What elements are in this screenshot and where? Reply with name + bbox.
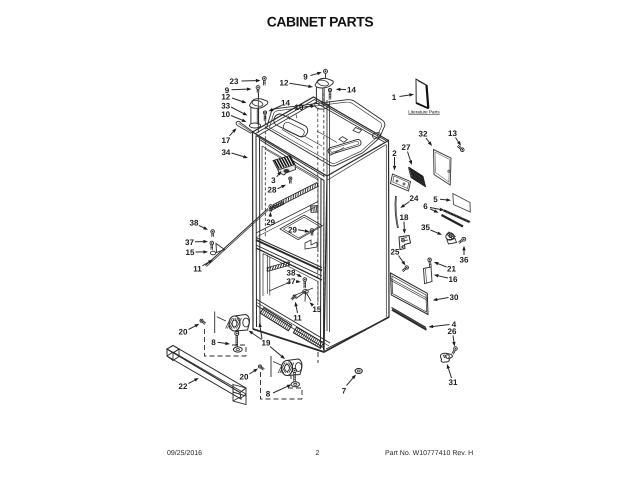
svg-text:31: 31 bbox=[449, 378, 458, 387]
svg-text:2: 2 bbox=[316, 450, 320, 457]
svg-text:21: 21 bbox=[447, 264, 456, 273]
svg-text:10: 10 bbox=[295, 103, 304, 112]
svg-text:16: 16 bbox=[449, 275, 458, 284]
svg-text:5: 5 bbox=[433, 195, 438, 204]
svg-text:38: 38 bbox=[287, 268, 296, 277]
svg-text:12: 12 bbox=[280, 78, 289, 87]
svg-text:20: 20 bbox=[179, 327, 188, 336]
svg-text:38: 38 bbox=[190, 218, 199, 227]
svg-text:33: 33 bbox=[221, 101, 230, 110]
svg-text:12: 12 bbox=[221, 92, 230, 101]
svg-text:1: 1 bbox=[392, 93, 397, 102]
svg-text:9: 9 bbox=[303, 72, 308, 81]
svg-text:36: 36 bbox=[460, 255, 469, 264]
svg-text:29: 29 bbox=[288, 225, 297, 234]
svg-text:37: 37 bbox=[287, 277, 296, 286]
svg-text:15: 15 bbox=[312, 305, 321, 314]
svg-text:35: 35 bbox=[421, 223, 430, 232]
svg-text:2: 2 bbox=[392, 149, 397, 158]
svg-text:Literature Parts: Literature Parts bbox=[408, 110, 440, 115]
svg-text:24: 24 bbox=[410, 194, 419, 203]
svg-text:25: 25 bbox=[391, 247, 400, 256]
svg-text:29: 29 bbox=[266, 218, 275, 227]
svg-text:19: 19 bbox=[262, 338, 271, 347]
svg-text:11: 11 bbox=[193, 264, 202, 273]
svg-text:Part No. W10777410 Rev. H: Part No. W10777410 Rev. H bbox=[385, 450, 473, 457]
svg-text:4: 4 bbox=[452, 320, 457, 329]
svg-text:26: 26 bbox=[448, 327, 457, 336]
svg-text:6: 6 bbox=[423, 202, 428, 211]
svg-text:18: 18 bbox=[400, 213, 409, 222]
svg-text:CABINET PARTS: CABINET PARTS bbox=[267, 14, 374, 30]
svg-text:14: 14 bbox=[347, 85, 356, 94]
svg-text:30: 30 bbox=[450, 293, 459, 302]
svg-text:3: 3 bbox=[271, 176, 276, 185]
svg-text:37: 37 bbox=[185, 238, 194, 247]
svg-text:14: 14 bbox=[281, 98, 290, 107]
svg-text:11: 11 bbox=[293, 313, 302, 322]
svg-text:13: 13 bbox=[448, 129, 457, 138]
svg-text:9: 9 bbox=[225, 86, 230, 95]
svg-text:09/25/2016: 09/25/2016 bbox=[167, 449, 202, 457]
svg-text:23: 23 bbox=[230, 77, 239, 86]
svg-text:8: 8 bbox=[266, 389, 271, 398]
svg-text:15: 15 bbox=[186, 248, 195, 257]
svg-text:22: 22 bbox=[179, 382, 188, 391]
svg-text:10: 10 bbox=[221, 110, 230, 119]
svg-text:32: 32 bbox=[419, 129, 428, 138]
svg-text:8: 8 bbox=[211, 338, 216, 347]
svg-text:28: 28 bbox=[268, 186, 277, 195]
svg-text:17: 17 bbox=[221, 136, 230, 145]
svg-text:34: 34 bbox=[221, 148, 230, 157]
svg-text:20: 20 bbox=[240, 372, 249, 381]
svg-text:27: 27 bbox=[402, 143, 411, 152]
svg-text:7: 7 bbox=[342, 386, 347, 395]
